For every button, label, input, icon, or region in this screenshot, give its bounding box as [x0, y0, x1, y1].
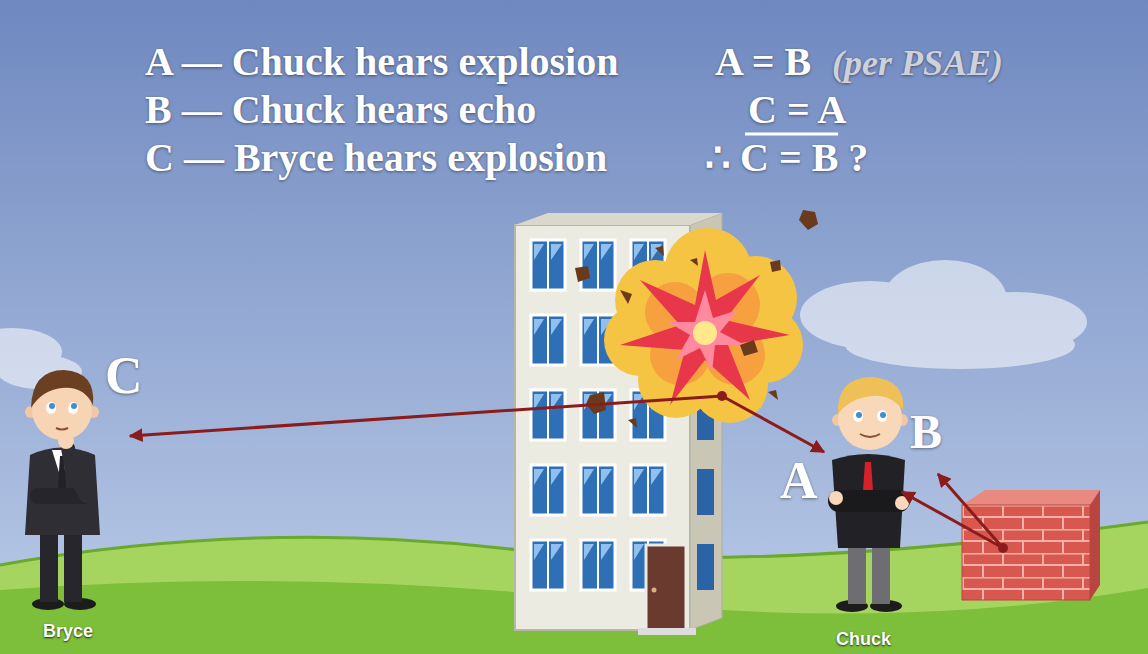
- sound-arrow: [130, 391, 1008, 553]
- person-bryce: [56, 428, 68, 430]
- conclusion: ∴ C = B ?: [705, 138, 868, 178]
- person-bryce: [71, 403, 77, 409]
- person-chuck: [872, 540, 890, 604]
- explosion: [620, 250, 790, 405]
- building: [697, 469, 714, 515]
- building: [646, 545, 686, 630]
- person-chuck: [828, 490, 910, 512]
- person-bryce: [31, 370, 93, 408]
- debris: [575, 210, 818, 428]
- point-label: C: [105, 350, 143, 402]
- fraction-rule: [745, 133, 838, 136]
- sound-arrow: [938, 474, 1003, 548]
- person-chuck: [853, 410, 863, 422]
- debris: [770, 260, 781, 272]
- person-chuck: [895, 496, 909, 510]
- building: [652, 588, 657, 593]
- debris: [655, 246, 664, 256]
- person-chuck: [848, 540, 866, 604]
- person-chuck: [860, 434, 880, 437]
- person-bryce: [68, 402, 78, 414]
- equation: A = B: [715, 42, 811, 82]
- brick-wall: [962, 490, 1100, 505]
- explosion: [693, 321, 717, 345]
- person-chuck: [880, 412, 886, 418]
- person-chuck: [856, 412, 862, 418]
- cloud: [845, 321, 1075, 369]
- debris: [628, 418, 637, 428]
- debris: [575, 266, 590, 282]
- building: [515, 213, 722, 225]
- person-name: Chuck: [836, 630, 891, 648]
- person-bryce: [25, 370, 100, 610]
- legend-line: C — Bryce hears explosion: [145, 138, 607, 178]
- person-chuck: [838, 377, 903, 414]
- point-label: A: [780, 455, 818, 507]
- equation: C = A: [748, 90, 846, 130]
- brick-wall: [1090, 490, 1100, 600]
- person-chuck: [829, 491, 843, 505]
- sound-arrow: [722, 396, 824, 452]
- sound-arrow: [717, 391, 727, 401]
- debris: [799, 210, 818, 230]
- brick-wall: [962, 490, 1100, 600]
- person-bryce: [68, 448, 86, 496]
- legend-line: A — Chuck hears explosion: [145, 42, 618, 82]
- debris: [740, 340, 758, 356]
- sound-arrow: [130, 396, 722, 436]
- building: [697, 544, 714, 590]
- sound-arrow: [902, 492, 1003, 548]
- person-chuck: [877, 410, 887, 422]
- point-label: B: [910, 408, 942, 456]
- debris: [768, 390, 778, 400]
- person-name: Bryce: [43, 622, 93, 640]
- debris: [620, 290, 632, 304]
- legend-line: B — Chuck hears echo: [145, 90, 536, 130]
- equation-note: (per PSAE): [832, 45, 1003, 81]
- explosion: [604, 228, 803, 423]
- person-bryce: [25, 448, 100, 536]
- explosion: [668, 290, 745, 372]
- person-bryce: [46, 402, 56, 414]
- sound-arrow: [998, 543, 1008, 553]
- person-chuck: [828, 377, 910, 612]
- brick-wall: [962, 505, 1090, 600]
- person-bryce: [49, 403, 55, 409]
- debris: [690, 258, 698, 266]
- building: [638, 628, 696, 635]
